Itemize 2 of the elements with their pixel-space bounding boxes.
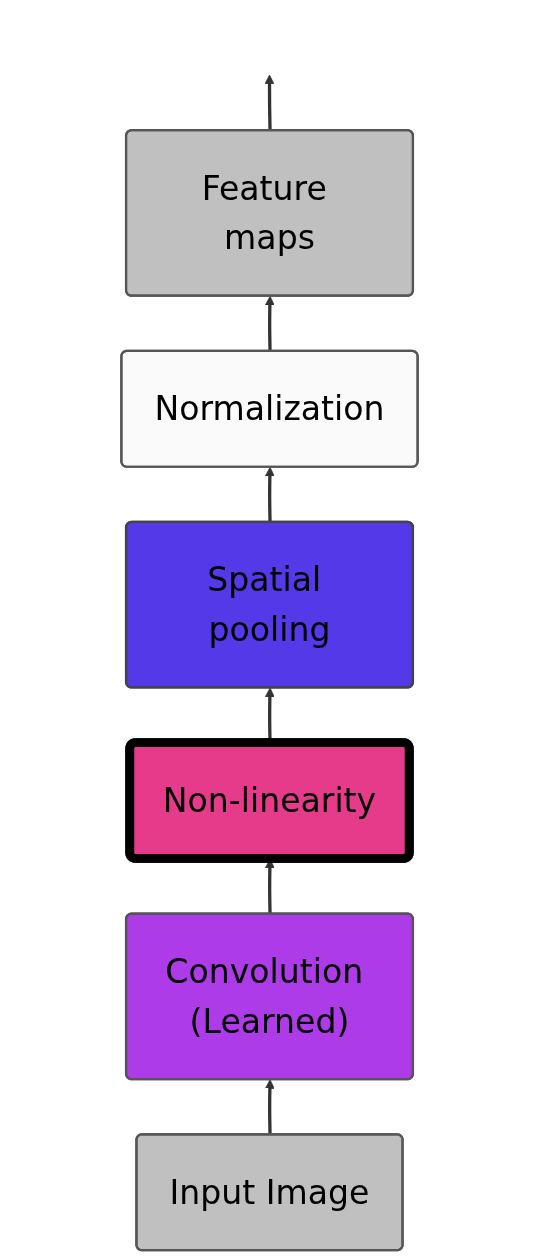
arrow: [264, 74, 275, 131]
arrow: [265, 1079, 275, 1135]
